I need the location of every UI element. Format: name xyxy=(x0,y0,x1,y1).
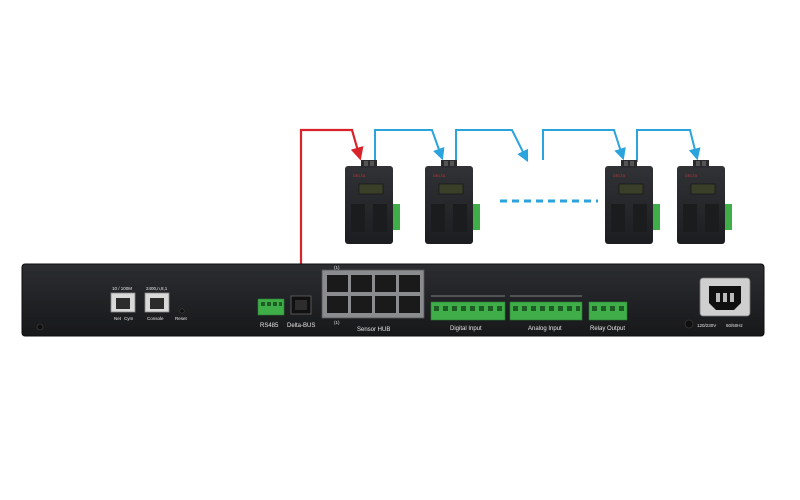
sensor-module: DELTA xyxy=(605,160,660,244)
sensor-hub-top-index: (1) xyxy=(334,265,340,270)
connection-lines xyxy=(299,128,701,298)
digital-input-terminal[interactable] xyxy=(430,295,506,321)
lan-speed-label: 10 / 100M xyxy=(112,286,132,291)
chain-link-3-4 xyxy=(636,129,701,162)
chain-link-gap-3 xyxy=(542,129,626,161)
power-inlet[interactable] xyxy=(699,277,751,317)
reset-button[interactable] xyxy=(179,308,185,314)
cym-label: Cym xyxy=(124,316,133,321)
module-lcd xyxy=(690,183,716,195)
module-lcd xyxy=(358,183,384,195)
sensor-hub-label: Sensor HUB xyxy=(357,327,390,333)
module-lcd xyxy=(618,183,644,195)
sensor-module: DELTA xyxy=(345,160,400,244)
primary-link-line xyxy=(299,128,364,298)
svg-text:DELTA: DELTA xyxy=(613,173,626,178)
rs485-terminal[interactable] xyxy=(257,298,285,316)
relay-output-terminal[interactable] xyxy=(588,301,628,321)
net-label: Net xyxy=(114,316,122,321)
mounting-screw xyxy=(684,319,694,329)
module-lcd xyxy=(438,183,464,195)
digital-input-label: Digital Input xyxy=(450,326,482,332)
chain-link-2-gap xyxy=(455,129,529,163)
chain-link-1-2 xyxy=(374,129,445,162)
reset-label: Reset xyxy=(175,316,188,321)
sensor-module: DELTA xyxy=(677,160,732,244)
sensor-hub-ports[interactable] xyxy=(321,269,425,319)
mounting-screw xyxy=(36,323,44,331)
console-baud-label: 2400,n,8,1 xyxy=(146,286,168,291)
relay-output-label: Relay Output xyxy=(590,326,625,332)
sensor-hub-bottom-index: (1) xyxy=(334,320,340,325)
console-label: Console xyxy=(147,316,164,321)
analog-input-terminal[interactable] xyxy=(509,295,583,321)
delta-bus-label: Delta-BUS xyxy=(287,323,315,329)
main-controller-chassis: 10 / 100M 2400,n,8,1 Net Cym Console Res… xyxy=(21,263,765,337)
rs485-label: RS485 xyxy=(260,323,279,329)
analog-input-label: Analog Input xyxy=(528,326,562,332)
frequency-label: 60/50Hz xyxy=(726,323,744,328)
svg-text:DELTA: DELTA xyxy=(685,173,698,178)
svg-text:DELTA: DELTA xyxy=(433,173,446,178)
svg-text:DELTA: DELTA xyxy=(353,173,366,178)
sensor-module: DELTA xyxy=(425,160,480,244)
voltage-label: 120/230V xyxy=(697,323,716,328)
